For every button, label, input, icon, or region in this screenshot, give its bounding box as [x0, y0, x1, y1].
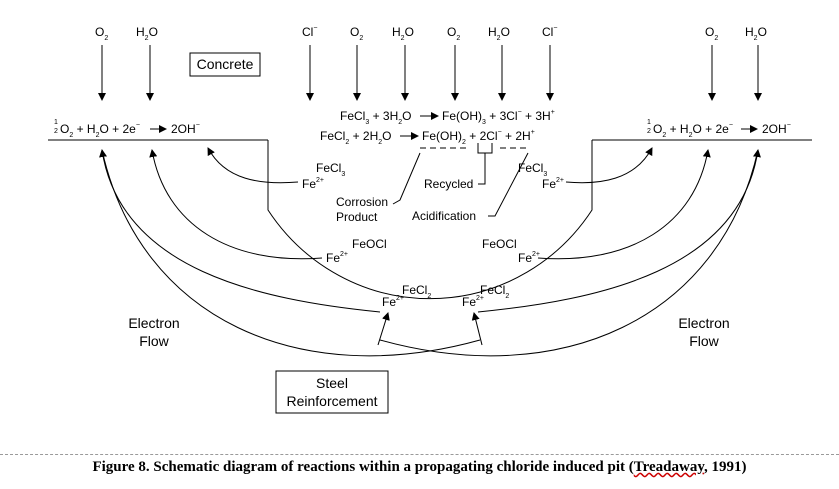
reinforcement-label: Reinforcement: [286, 393, 377, 409]
input-o2-left: O2: [95, 25, 108, 101]
fe-left-3: Fe2+: [382, 295, 404, 309]
svg-text:O2: O2: [447, 25, 460, 42]
fe-left-1: Fe2+: [302, 177, 324, 191]
input-o2-right: O2: [705, 25, 718, 101]
svg-text:H2O: H2O: [136, 25, 158, 42]
top-inputs: O2 H2O Cl− O2 H2O O2 H2O Cl−: [95, 25, 767, 101]
electron-flow-arcs-left: [99, 147, 481, 357]
caption-text: Figure 8. Schematic diagram of reactions…: [92, 459, 634, 475]
input-h2o-left: H2O: [136, 25, 158, 101]
svg-text:FeCl2 + 2H2O: FeCl2 + 2H2O: [320, 129, 392, 146]
input-h2o-right: H2O: [745, 25, 767, 101]
electron-flow-left-1: Electron: [128, 315, 179, 331]
svg-text:O2: O2: [95, 25, 108, 42]
svg-text:FeCl3 + 3H2O: FeCl3 + 3H2O: [340, 109, 412, 126]
svg-text:O2: O2: [705, 25, 718, 42]
input-h2o-mid-1: H2O: [392, 25, 414, 101]
corrosion-label: Corrosion: [336, 195, 388, 209]
electron-flow-left-2: Flow: [139, 333, 169, 349]
electron-flow-labels: Electron Flow Electron Flow: [128, 315, 729, 349]
electron-flow-right-1: Electron: [678, 315, 729, 331]
pit-species: FeCl3 Fe2+ FeCl3 Fe2+ FeOCl Fe2+ FeOCl F…: [302, 161, 564, 309]
concrete-box: Concrete: [189, 52, 261, 77]
fe-left-2: Fe2+: [326, 251, 348, 265]
fe-right-3: Fe2+: [462, 295, 484, 309]
feocl-left: FeOCl: [352, 237, 387, 251]
caption-citation: Treadaway: [633, 459, 705, 475]
fe-right-1: Fe2+: [542, 177, 564, 191]
callouts: Recycled Acidification Corrosion Product: [336, 152, 529, 224]
svg-text:O2: O2: [350, 25, 363, 42]
fe-right-2: Fe2+: [518, 251, 540, 265]
cathodic-reaction-right: 1 2 O2 + H2O + 2e− 2OH−: [647, 119, 791, 139]
electron-flow-right-2: Flow: [689, 333, 719, 349]
caption-end: , 1991): [704, 459, 747, 475]
svg-text:H2O: H2O: [392, 25, 414, 42]
svg-text:Fe(OH)3 + 3Cl− + 3H+: Fe(OH)3 + 3Cl− + 3H+: [442, 109, 555, 126]
svg-text:2: 2: [54, 128, 58, 135]
reaction-fecl2-hydrolysis: FeCl2 + 2H2O Fe(OH)2 + 2Cl− + 2H+: [320, 129, 535, 154]
svg-text:O2 + H2O + 2e−: O2 + H2O + 2e−: [60, 122, 140, 139]
fecl2-right: FeCl2: [480, 283, 509, 300]
acidification-label: Acidification: [412, 209, 476, 223]
feocl-right: FeOCl: [482, 237, 517, 251]
figure-caption: Figure 8. Schematic diagram of reactions…: [0, 454, 839, 476]
svg-text:Cl−: Cl−: [302, 25, 317, 39]
svg-text:Fe(OH)2 + 2Cl− + 2H+: Fe(OH)2 + 2Cl− + 2H+: [422, 129, 535, 146]
product-label: Product: [336, 210, 378, 224]
reaction-fecl3-hydrolysis: FeCl3 + 3H2O Fe(OH)3 + 3Cl− + 3H+: [340, 109, 555, 126]
concrete-label: Concrete: [197, 56, 254, 72]
steel-label: Steel: [316, 375, 348, 391]
fecl3-left: FeCl3: [316, 161, 345, 178]
input-h2o-mid-2: H2O: [488, 25, 510, 101]
cathodic-reaction-left: 1 2 O2 + H2O + 2e− 2OH−: [54, 119, 200, 139]
svg-text:O2 + H2O + 2e−: O2 + H2O + 2e−: [653, 122, 733, 139]
input-o2-mid-2: O2: [447, 25, 460, 101]
input-cl-2: Cl−: [542, 25, 557, 101]
svg-text:1: 1: [54, 119, 58, 126]
electron-flow-arcs-right: [379, 147, 761, 357]
input-o2-mid-1: O2: [350, 25, 363, 101]
pit-bottom-arrows: [377, 312, 483, 346]
fecl3-right: FeCl3: [518, 161, 547, 178]
steel-surface: [48, 139, 812, 300]
svg-text:2OH−: 2OH−: [762, 122, 791, 136]
steel-reinforcement-box: Steel Reinforcement: [275, 370, 389, 414]
fecl2-left: FeCl2: [402, 283, 431, 300]
recycled-label: Recycled: [424, 177, 473, 191]
svg-text:1: 1: [647, 119, 651, 126]
svg-text:2OH−: 2OH−: [171, 122, 200, 136]
svg-text:Cl−: Cl−: [542, 25, 557, 39]
svg-text:H2O: H2O: [745, 25, 767, 42]
input-cl-1: Cl−: [302, 25, 317, 101]
svg-text:H2O: H2O: [488, 25, 510, 42]
svg-text:2: 2: [647, 128, 651, 135]
